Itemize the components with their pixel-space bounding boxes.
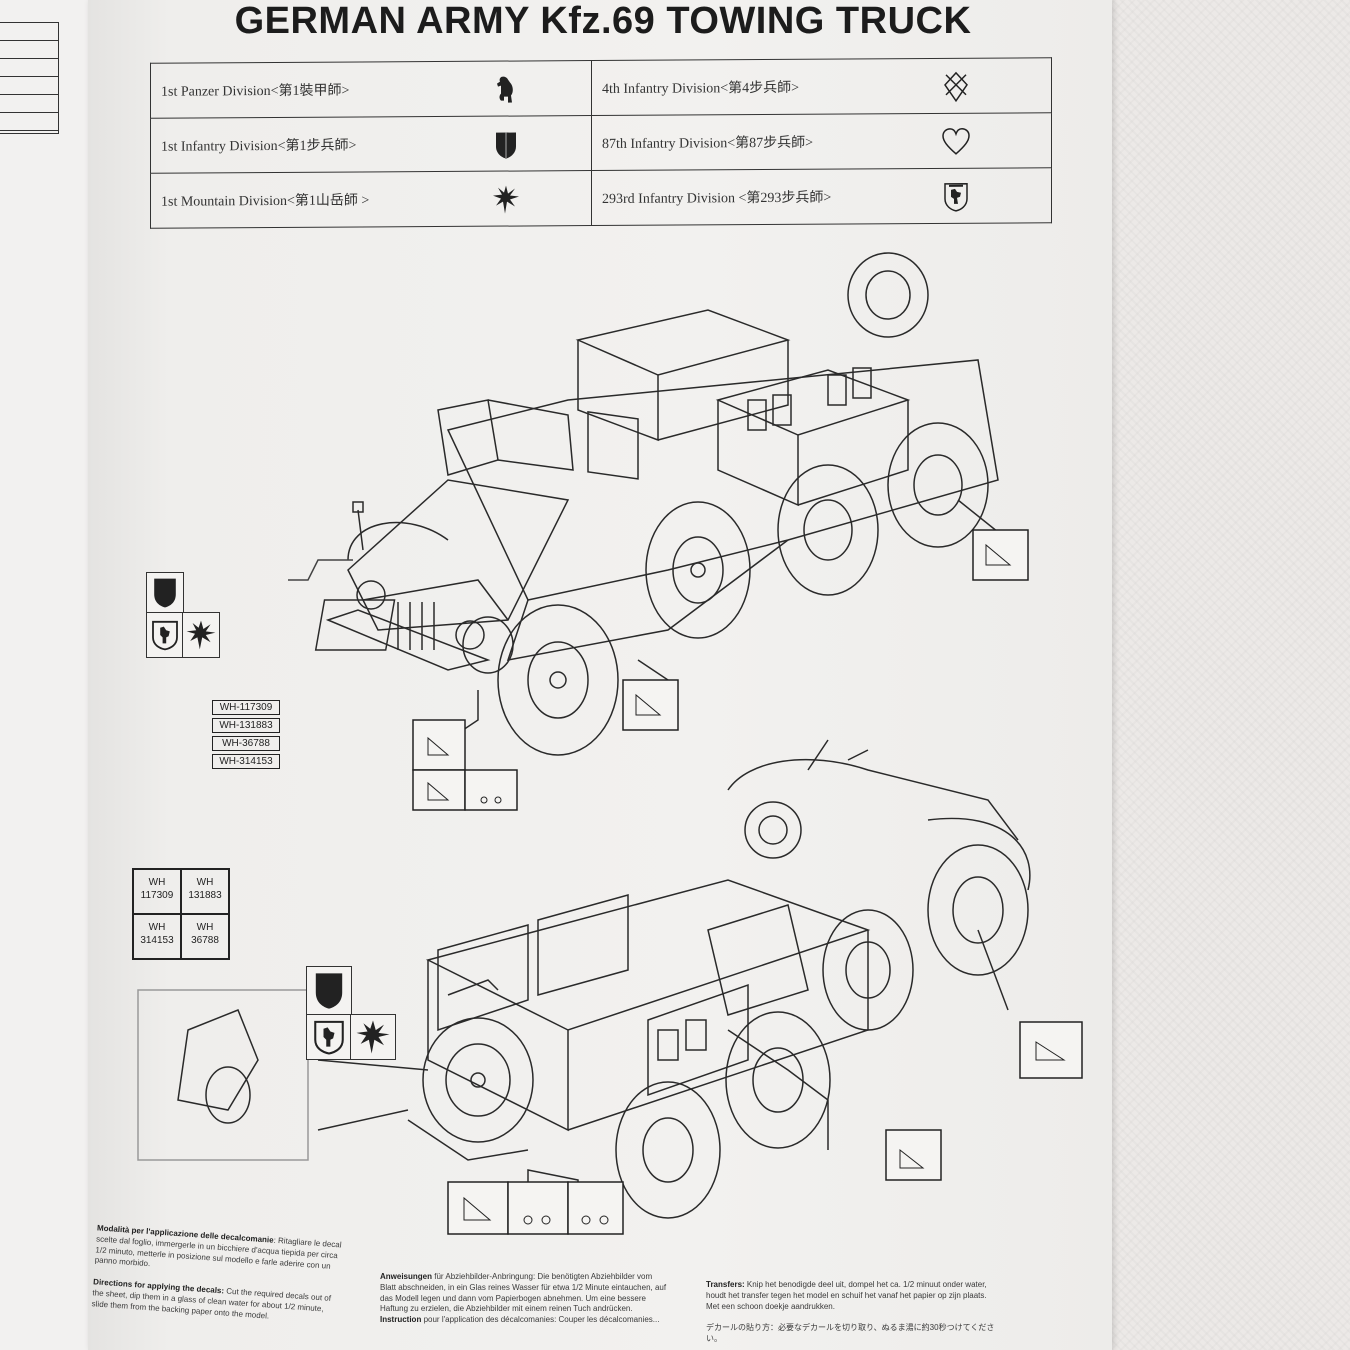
division-markings-table: 1st Panzer Division<第1裝甲師> 4th Infantry … xyxy=(150,57,1052,229)
division-label: 1st Mountain Division<第1山岳師 > xyxy=(161,193,370,210)
serial-plate: WH-117309 xyxy=(212,700,280,715)
division-cell: 1st Panzer Division<第1裝甲師> xyxy=(150,60,592,119)
decal-box-berlin-bear xyxy=(146,612,184,658)
edelweiss-emblem-icon xyxy=(356,1020,390,1054)
shield-emblem-icon xyxy=(315,973,343,1009)
serial-plate: WH-36788 xyxy=(212,736,280,751)
adjacent-page xyxy=(0,0,105,1350)
division-cell: 87th Infantry Division<第87步兵師> xyxy=(591,112,1052,171)
bear-emblem-icon xyxy=(497,76,513,103)
division-label: 1st Panzer Division<第1裝甲師> xyxy=(161,83,350,100)
decal-box-edelweiss-rear xyxy=(350,1014,396,1060)
instructions-german-french: Anweisungen für Abziehbilder-Anbringung:… xyxy=(380,1272,667,1325)
serial-plate: WH-131883 xyxy=(212,718,280,733)
adjacent-page-table xyxy=(0,22,59,134)
page-title: GERMAN ARMY Kfz.69 TOWING TRUCK xyxy=(234,0,972,42)
berlin-bear-shield-emblem-icon xyxy=(314,1020,344,1055)
division-cell: 1st Infantry Division<第1步兵師> xyxy=(150,115,592,174)
instructions-italian-english: Modalità per l'applicazione delle decalc… xyxy=(91,1223,342,1321)
edelweiss-emblem-icon xyxy=(186,620,216,650)
truck-front-view-drawing xyxy=(288,252,1029,811)
heart-emblem-icon xyxy=(942,128,970,155)
truck-rear-view-drawing xyxy=(137,739,1083,1235)
decal-box-shield-rear xyxy=(306,966,352,1016)
decal-box-shield xyxy=(146,572,184,614)
division-label: 87th Infantry Division<第87步兵師> xyxy=(602,135,813,152)
serial-plate-list: WH-117309 WH-131883 WH-36788 WH-314153 xyxy=(212,700,280,772)
edelweiss-emblem-icon xyxy=(493,185,519,214)
berlin-bear-shield-emblem-icon xyxy=(944,183,968,212)
instructions-dutch-japanese: Transfers: Knip het benodigde deel uit, … xyxy=(706,1280,995,1343)
serial-plate: WH-314153 xyxy=(212,754,280,769)
shield-emblem-icon xyxy=(496,132,516,159)
decal-box-edelweiss xyxy=(182,612,220,658)
division-cell: 1st Mountain Division<第1山岳師 > xyxy=(150,170,592,229)
division-label: 1st Infantry Division<第1步兵師> xyxy=(161,138,357,155)
division-cell: 293rd Infantry Division <第293步兵師> xyxy=(591,167,1052,226)
shield-emblem-icon xyxy=(154,578,176,608)
decal-box-berlin-bear-rear xyxy=(306,1014,352,1060)
cross-diamond-emblem-icon xyxy=(944,71,968,103)
division-cell: 4th Infantry Division<第4步兵師> xyxy=(591,57,1052,116)
division-label: 4th Infantry Division<第4步兵師> xyxy=(602,80,799,97)
division-label: 293rd Infantry Division <第293步兵師> xyxy=(602,190,832,207)
berlin-bear-shield-emblem-icon xyxy=(152,620,178,651)
instruction-sheet: GERMAN ARMY Kfz.69 TOWING TRUCK 1st Panz… xyxy=(88,0,1112,1350)
